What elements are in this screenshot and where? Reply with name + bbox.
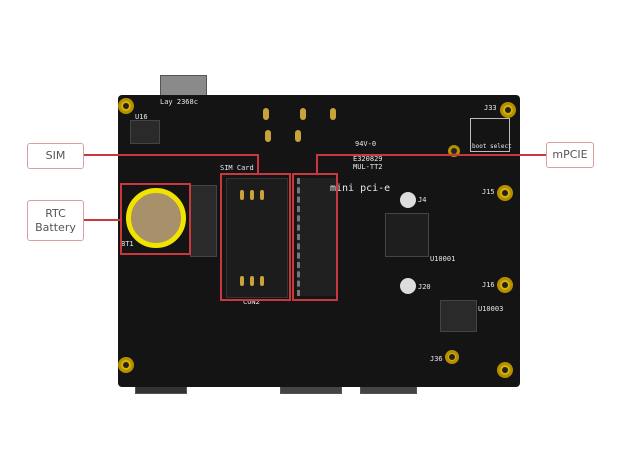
mpcie-highlight [292,173,338,301]
mpcie-label-text: mPCIE [552,148,588,161]
silk-cert: E320829 [353,155,383,163]
silk-j15: J15 [482,188,495,196]
pad [300,108,306,120]
mounting-hole [118,357,134,373]
mini-pcie-slot [297,178,336,296]
rtc-battery-highlight [120,183,191,255]
mounting-hole [497,362,513,378]
silk-j36: J36 [430,355,443,363]
rtc-leader-line [83,219,121,221]
round-component [400,192,416,208]
silk-bt1: BT1 [121,240,134,248]
silk-j33: J33 [484,104,497,112]
sim-card-slot [226,178,288,298]
sim-contact [240,190,244,200]
chip [440,300,477,332]
pad [330,108,336,120]
sim-contact [240,276,244,286]
silk-j16: J16 [482,281,495,289]
pad [263,108,269,120]
mounting-hole [497,185,513,201]
sim-contact [250,276,254,286]
sim-contact [260,190,264,200]
sim-highlight [220,173,291,301]
rtc-label-line2: Battery [35,220,76,234]
silk-mini-pcie: mini pci-e [330,183,391,194]
pad [295,130,301,142]
sim-label: SIM [27,143,84,169]
silk-con2: CON2 [243,298,260,306]
mounting-hole [500,102,516,118]
silk-layout: Lay 2368c [160,98,198,106]
coin-cell-battery [126,188,186,248]
silk-boot-select: boot select [472,143,512,150]
mpcie-leader-line [316,154,318,174]
mpcie-leader-line [316,154,546,156]
mounting-hole [118,98,134,114]
rtc-battery-label: RTC Battery [27,200,84,241]
sim-label-text: SIM [45,149,66,162]
processor-chip [385,213,429,257]
silk-u16: U16 [135,113,148,121]
round-component [400,278,416,294]
chip [130,120,160,144]
silk-u10001: U10001 [430,255,456,263]
mpcie-label: mPCIE [546,142,594,168]
pad [265,130,271,142]
chip [190,185,217,257]
mounting-hole [445,350,459,364]
sim-leader-line [83,154,259,156]
sim-contact [250,190,254,200]
silk-sim-card: SIM Card [220,164,254,172]
header-pins [470,118,510,152]
sim-leader-line [257,154,259,174]
silk-ul: 94V-0 [355,140,377,148]
silk-mul: MUL-TT2 [353,163,383,171]
silk-u10003: U10003 [478,305,504,313]
silk-j20: J20 [418,283,431,291]
mounting-hole [497,277,513,293]
silk-j4: J4 [418,196,427,204]
rtc-label-line1: RTC [45,206,66,220]
sim-contact [260,276,264,286]
